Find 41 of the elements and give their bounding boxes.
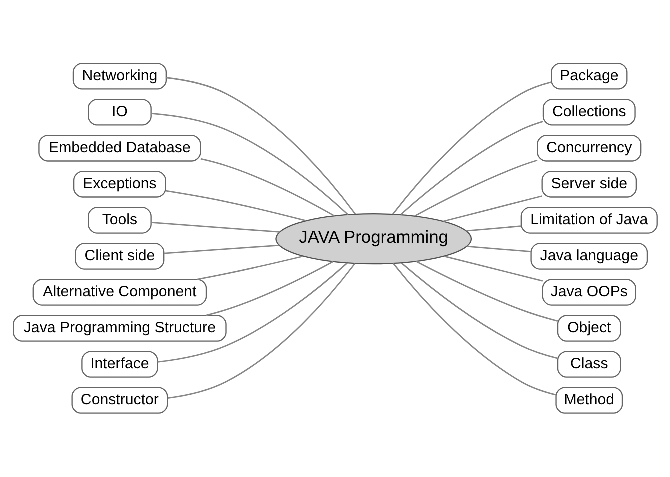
node-box: Server side (541, 171, 637, 198)
node-box: Embedded Database (38, 135, 201, 162)
connector (166, 190, 306, 222)
connector (392, 82, 552, 215)
connector (400, 120, 543, 216)
node-box: Interface (81, 351, 158, 378)
connector (205, 261, 334, 316)
connector (392, 263, 556, 396)
node-box: Java language (530, 243, 648, 270)
node-box: Package (550, 63, 628, 90)
connector (166, 77, 356, 215)
connector (442, 196, 542, 222)
connector (444, 256, 543, 282)
connector (414, 160, 538, 217)
connector (466, 226, 521, 232)
connector (416, 260, 558, 322)
node-box: IO (88, 99, 152, 126)
node-box: Exceptions (72, 171, 166, 198)
connector (164, 244, 280, 254)
connector (151, 113, 348, 216)
connector (196, 256, 303, 280)
connector (157, 262, 348, 363)
node-box: Client side (74, 243, 164, 270)
node-box: Object (556, 315, 621, 342)
node-box: Java Programming Structure (12, 315, 226, 342)
connector (400, 262, 558, 360)
node-box: Networking (72, 63, 166, 90)
connector (167, 263, 356, 399)
node-box: Limitation of Java (520, 207, 658, 234)
node-box: Tools (88, 207, 152, 234)
connector (200, 158, 334, 217)
node-box: Concurrency (536, 135, 642, 162)
node-box: Java OOPs (542, 279, 636, 306)
node-ellipse: JAVA Programming (275, 214, 472, 265)
node-box: Alternative Component (32, 279, 207, 306)
node-box: Collections (542, 99, 636, 126)
node-box: Constructor (71, 387, 168, 414)
node-box: Class (556, 351, 621, 378)
connector (466, 246, 531, 253)
node-box: Method (555, 387, 623, 414)
connector (150, 222, 280, 233)
